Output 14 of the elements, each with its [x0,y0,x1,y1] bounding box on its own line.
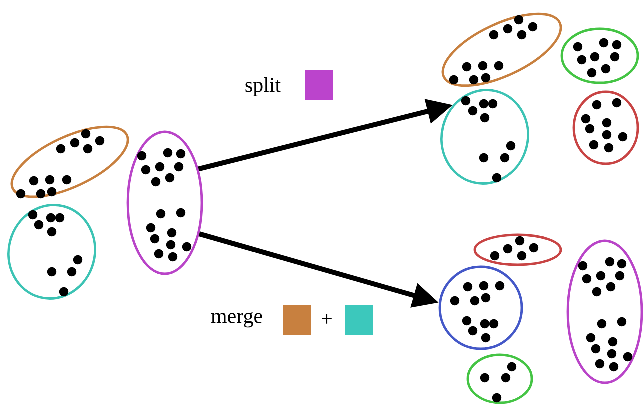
dot-cluster [560,28,640,84]
dot-cluster [10,126,130,199]
dot-cluster [440,89,530,185]
dot-cluster [566,240,643,384]
dot-cluster [466,354,534,404]
label-text: split [246,77,281,97]
dot-cluster [8,204,96,300]
label-text: merge [211,312,262,328]
dot-cluster [442,12,562,87]
dot-cluster [438,266,524,350]
dot-cluster [474,234,562,266]
label-text: + [322,314,332,324]
dot-cluster [126,130,204,276]
dot-cluster [572,90,640,166]
